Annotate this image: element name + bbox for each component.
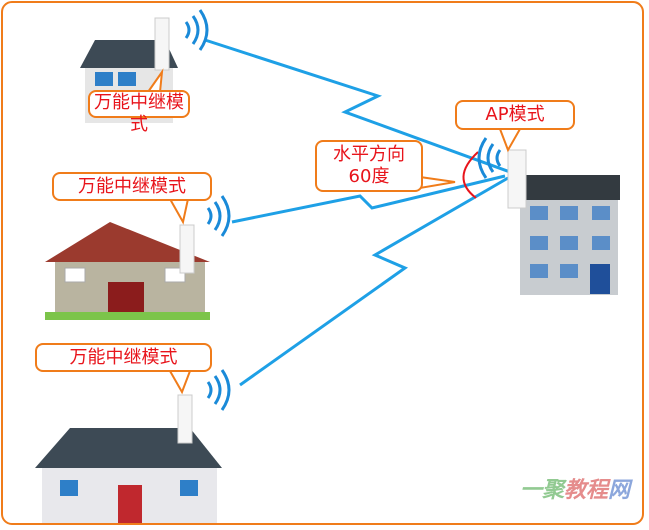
wireless-link-bottom	[239, 176, 509, 387]
callout-repeater-middle: 万能中继模式	[52, 172, 212, 201]
watermark-logo: 一聚教程网	[520, 478, 631, 503]
wireless-link-top	[204, 38, 511, 174]
angle-arc	[462, 151, 479, 199]
wireless-link-middle	[231, 174, 506, 224]
frame	[1, 1, 644, 525]
callout-repeater-top: 万能中继模式	[88, 90, 190, 135]
callout-tails	[146, 68, 522, 395]
ap-building	[518, 175, 620, 295]
antenna-bottom	[177, 394, 193, 444]
wifi-waves	[184, 9, 502, 411]
callout-angle: 水平方向 60度	[315, 140, 423, 192]
antenna-ap	[507, 149, 527, 209]
antenna-top	[154, 17, 170, 71]
callout-ap-mode: AP模式	[455, 100, 575, 130]
house-bottom	[35, 428, 222, 523]
angle-label-line2: 60度	[348, 166, 390, 187]
callout-repeater-bottom: 万能中继模式	[35, 343, 212, 372]
antenna-middle	[179, 224, 195, 274]
angle-label-line1: 水平方向	[333, 144, 405, 165]
